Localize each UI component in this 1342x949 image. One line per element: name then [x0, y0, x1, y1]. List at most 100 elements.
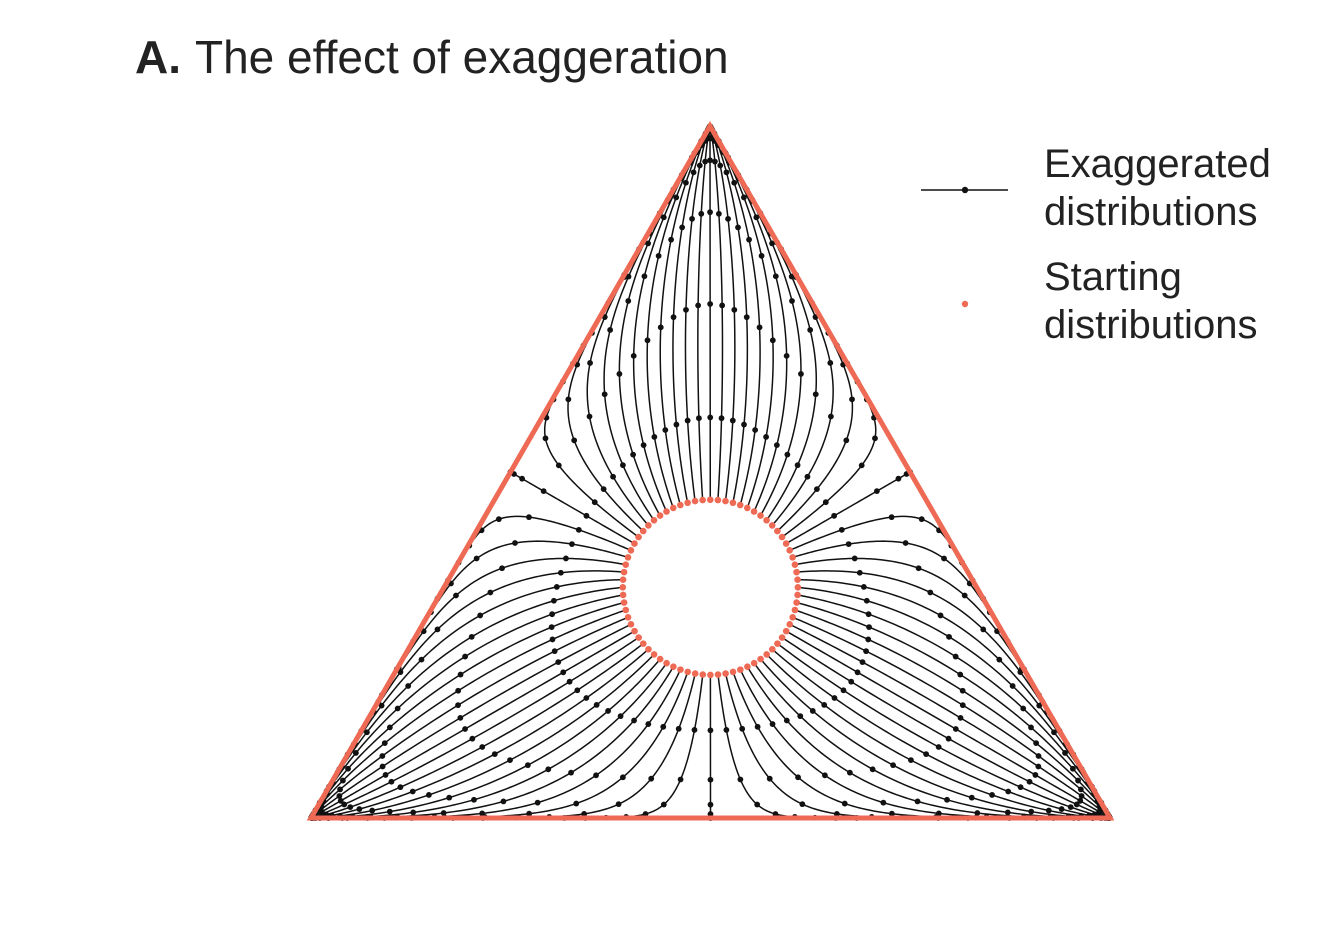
exaggerated-point — [565, 396, 572, 403]
exaggerated-point — [866, 624, 872, 631]
starting-point — [677, 501, 684, 509]
exaggerated-point — [619, 774, 626, 781]
exaggerated-point — [707, 301, 714, 307]
exaggerated-point — [723, 727, 730, 733]
exaggerated-point — [630, 352, 637, 359]
exaggerated-point — [337, 786, 343, 793]
starting-point — [691, 497, 699, 505]
starting-point — [763, 651, 770, 658]
starting-point — [750, 659, 758, 667]
exaggerated-point — [655, 252, 662, 259]
exaggerated-point — [784, 451, 791, 458]
exaggerated-point — [551, 648, 558, 655]
exaggerated-point — [798, 371, 804, 377]
exaggerated-point — [1032, 772, 1039, 778]
legend-starting-point — [961, 300, 969, 308]
exaggerated-point — [989, 792, 995, 798]
exaggerated-point — [914, 798, 921, 805]
exaggerated-point — [1062, 750, 1068, 756]
exaggerated-point — [952, 653, 959, 660]
exaggerated-point — [937, 612, 944, 619]
exaggerated-point — [741, 194, 747, 201]
exaggerated-point — [641, 273, 648, 280]
exaggerated-point — [968, 794, 975, 801]
starting-point — [669, 504, 677, 512]
exaggerated-point — [935, 744, 942, 750]
exaggerated-point — [657, 324, 664, 331]
exaggerated-point — [846, 769, 853, 776]
exaggerated-point — [1017, 784, 1024, 791]
trajectory-line — [711, 129, 761, 506]
trajectory-line — [785, 471, 911, 545]
exaggerated-point — [843, 437, 850, 444]
exaggerated-point — [1004, 809, 1011, 816]
exaggerated-point — [425, 792, 432, 798]
exaggerated-point — [957, 671, 964, 678]
exaggerated-point — [434, 626, 441, 633]
exaggerated-point — [495, 516, 502, 523]
exaggerated-point — [858, 462, 865, 469]
exaggerated-point — [549, 611, 556, 618]
exaggerated-point — [788, 273, 795, 280]
exaggerated-point — [795, 774, 801, 781]
starting-point — [622, 561, 630, 568]
exaggerated-point — [548, 624, 555, 631]
trajectory-line — [318, 658, 661, 819]
exaggerated-point — [575, 526, 582, 533]
exaggerated-point — [491, 751, 498, 757]
exaggerated-point — [1067, 804, 1074, 810]
starting-point — [757, 655, 764, 663]
starting-point — [774, 640, 781, 647]
exaggerated-point — [1077, 786, 1084, 793]
starting-point — [789, 613, 796, 621]
exaggerated-point — [743, 314, 750, 321]
starting-point — [620, 568, 628, 576]
exaggerated-point — [660, 801, 667, 808]
exaggerated-point — [1005, 788, 1012, 795]
exaggerated-point — [471, 796, 477, 803]
starting-point — [670, 663, 677, 671]
exaggerated-point — [996, 656, 1003, 663]
exaggerated-point — [707, 157, 713, 164]
exaggerated-point — [1069, 765, 1076, 772]
trajectory-layer — [308, 123, 1113, 821]
starting-point — [691, 670, 699, 677]
exaggerated-point — [662, 427, 669, 433]
exaggerated-point — [718, 415, 725, 422]
exaggerated-point — [859, 659, 866, 666]
exaggerated-point — [409, 788, 416, 795]
exaggerated-point — [1045, 807, 1052, 814]
starting-point — [631, 540, 638, 547]
exaggerated-point — [848, 678, 855, 685]
trajectory-line — [756, 206, 834, 526]
exaggerated-point — [540, 488, 547, 495]
starting-point — [699, 496, 706, 504]
chart-title: A.The effect of exaggeration — [135, 34, 729, 80]
exaggerated-point — [462, 726, 468, 732]
exaggerated-point — [712, 158, 718, 165]
exaggerated-point — [630, 451, 636, 458]
trajectory-line — [586, 206, 664, 526]
starting-point — [624, 613, 632, 621]
starting-point — [744, 663, 751, 671]
exaggerated-point — [831, 512, 838, 519]
exaggerated-point — [457, 714, 464, 721]
starting-point — [635, 533, 642, 541]
exaggerated-point — [1058, 806, 1065, 812]
exaggerated-point — [789, 298, 795, 304]
starting-point — [794, 584, 802, 591]
exaggerated-point — [660, 723, 667, 730]
exaggerated-point — [840, 687, 847, 694]
legend-starting-label-line1: Starting — [1044, 255, 1182, 299]
exaggerated-point — [957, 714, 964, 721]
exaggerated-point — [935, 810, 942, 817]
exaggerated-point — [683, 306, 689, 313]
exaggerated-point — [849, 396, 855, 403]
exaggerated-point — [440, 810, 447, 816]
starting-point — [794, 591, 801, 599]
starting-point — [794, 576, 801, 583]
exaggerated-point — [831, 695, 838, 701]
exaggerated-point — [487, 589, 494, 596]
exaggerated-point — [1077, 797, 1084, 804]
